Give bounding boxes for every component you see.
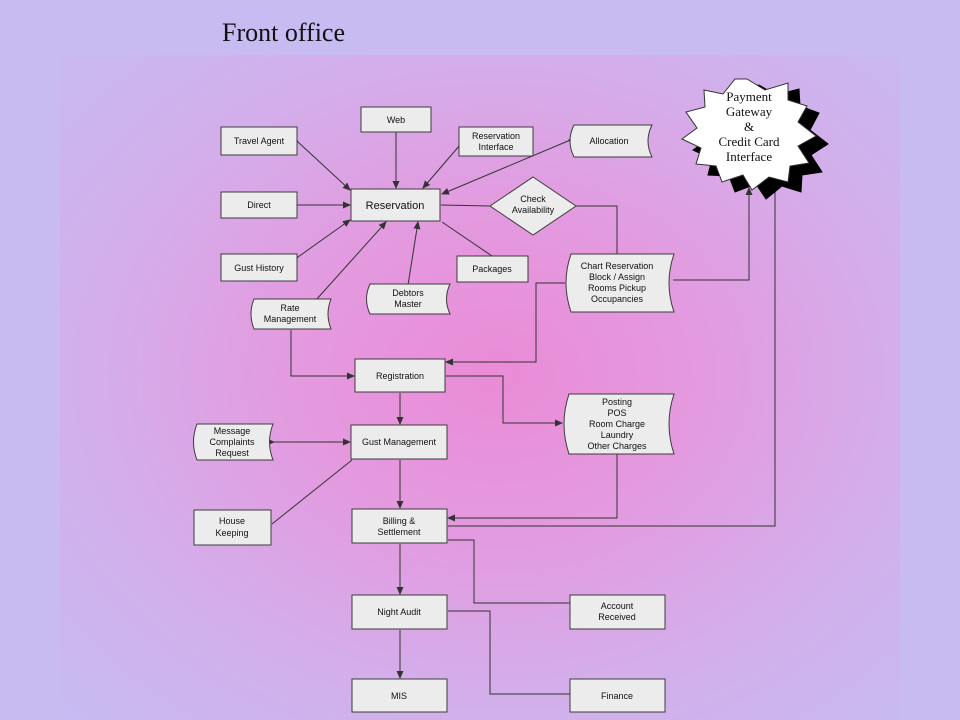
night-audit-label: Night Audit [377, 607, 421, 617]
edges [267, 125, 779, 695]
rate-management-node: Rate Management [250, 298, 332, 330]
travel-agent-label: Travel Agent [234, 136, 285, 146]
billing-label-2: Settlement [377, 527, 421, 537]
direct-node: Direct [220, 191, 298, 219]
chart-reservation-label-3: Rooms Pickup [588, 283, 646, 293]
edge-chart-payment [673, 187, 753, 281]
rate-management-label-1: Rate [280, 303, 299, 313]
starburst [681, 78, 817, 191]
chart-reservation-node: Chart Reservation Block / Assign Rooms P… [565, 253, 675, 313]
account-received-label-2: Received [598, 612, 636, 622]
rate-management-label-2: Management [264, 314, 317, 324]
allocation-node: Allocation [569, 124, 653, 158]
edge-travel-agent-reservation [290, 134, 351, 191]
account-received-label-1: Account [601, 601, 634, 611]
account-received-node: Account Received [569, 594, 666, 630]
edge-chart-registration [445, 282, 565, 366]
edge-reservation-check [440, 204, 491, 207]
check-availability-label-2: Availability [512, 205, 555, 215]
payment-gateway-label-3: & [744, 119, 754, 134]
web-label: Web [387, 115, 405, 125]
debtors-master-label-2: Master [394, 299, 422, 309]
debtors-master-label-1: Debtors [392, 288, 424, 298]
allocation-label: Allocation [589, 136, 628, 146]
page-title: Front office [222, 18, 345, 47]
payment-gateway-label-1: Payment [726, 89, 772, 104]
edge-reservation-interface-reservation [422, 137, 468, 189]
registration-label: Registration [376, 371, 424, 381]
reservation-interface-node: Reservation Interface [458, 126, 534, 157]
finance-label: Finance [601, 691, 633, 701]
house-keeping-node: House Keeping [193, 509, 272, 546]
posting-label-3: Room Charge [589, 419, 645, 429]
reservation-interface-label-2: Interface [478, 142, 513, 152]
posting-label-2: POS [607, 408, 626, 418]
chart-reservation-label-4: Occupancies [591, 294, 644, 304]
message-label-2: Complaints [209, 437, 255, 447]
edge-rate-reservation [315, 221, 387, 301]
posting-label-1: Posting [602, 397, 632, 407]
night-audit-node: Night Audit [351, 594, 448, 630]
gust-history-node: Gust History [220, 253, 298, 282]
gust-history-label: Gust History [234, 263, 284, 273]
house-keeping-label-1: House [219, 516, 245, 526]
billing-node: Billing & Settlement [351, 508, 448, 544]
reservation-label: Reservation [366, 200, 425, 212]
message-node: Message Complaints Request [193, 423, 274, 461]
web-node: Web [360, 106, 432, 133]
gust-management-label: Gust Management [362, 437, 437, 447]
registration-node: Registration [354, 358, 446, 393]
edge-allocation-reservation [441, 135, 576, 195]
travel-agent-node: Travel Agent [220, 126, 298, 156]
payment-gateway-node: Payment Gateway & Credit Card Interface [681, 78, 829, 200]
payment-gateway-label-4: Credit Card [718, 134, 780, 149]
message-label-1: Message [214, 426, 251, 436]
mis-node: MIS [351, 678, 448, 713]
edge-debtors-reservation [407, 221, 421, 286]
reservation-interface-label-1: Reservation [472, 131, 520, 141]
finance-node: Finance [569, 678, 666, 713]
edge-rate-registration [290, 330, 355, 380]
payment-gateway-label-2: Gateway [726, 104, 773, 119]
posting-label-4: Laundry [601, 430, 634, 440]
direct-label: Direct [247, 200, 271, 210]
chart-reservation-label-2: Block / Assign [589, 272, 645, 282]
edge-check-chart [576, 205, 618, 254]
gust-management-node: Gust Management [350, 424, 448, 460]
debtors-master-node: Debtors Master [366, 283, 451, 315]
edge-packages-reservation [441, 221, 493, 257]
packages-node: Packages [456, 255, 529, 283]
payment-gateway-label-5: Interface [726, 149, 772, 164]
edge-night-audit-finance [448, 610, 570, 695]
edge-housekeeping-gust-mgmt [271, 459, 353, 525]
mis-label: MIS [391, 691, 407, 701]
chart-reservation-label-1: Chart Reservation [581, 261, 654, 271]
posting-label-5: Other Charges [587, 441, 647, 451]
billing-label-1: Billing & [383, 516, 416, 526]
reservation-node: Reservation [350, 188, 441, 222]
edge-registration-posting [446, 375, 563, 427]
edge-gust-history-reservation [290, 219, 351, 264]
check-availability-label-1: Check [520, 194, 546, 204]
packages-label: Packages [472, 264, 512, 274]
message-label-3: Request [215, 448, 249, 458]
edge-posting-billing [447, 454, 618, 522]
posting-node: Posting POS Room Charge Laundry Other Ch… [563, 393, 675, 455]
check-availability-node: Check Availability [489, 176, 577, 236]
house-keeping-label-2: Keeping [215, 528, 248, 538]
edge-billing-account [448, 539, 570, 604]
edge-billing-payment [448, 151, 779, 527]
